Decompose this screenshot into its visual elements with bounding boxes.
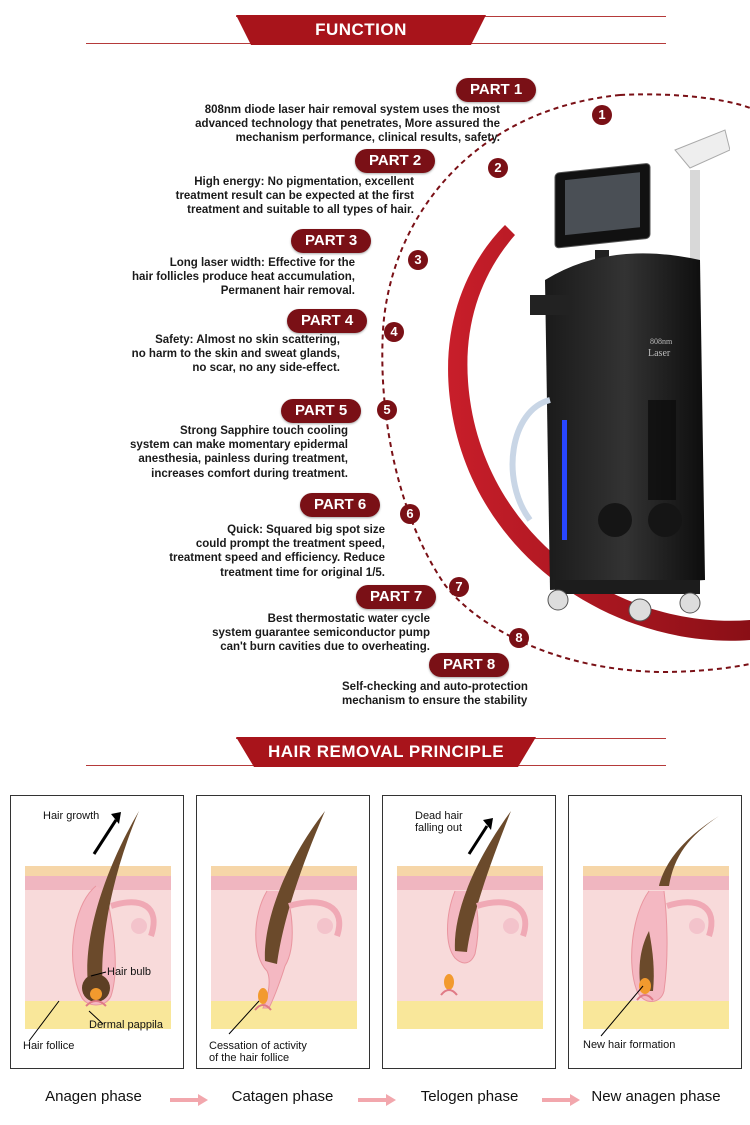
catagen-phase-label: Catagen phase xyxy=(231,1088,334,1105)
new-anagen-panel: New hair formation xyxy=(568,795,742,1069)
catagen-panel: Cessation of activity of the hair follic… xyxy=(196,795,370,1069)
part-2-description: High energy: No pigmentation, excellent … xyxy=(175,176,414,217)
cessation-label-line2: of the hair follice xyxy=(209,1052,290,1064)
laser-device-image xyxy=(509,129,730,622)
arrow-right-icon xyxy=(542,1094,580,1106)
hair-bulb-label: Hair bulb xyxy=(107,966,152,978)
anagen-panel: Hair growth Hair bulb Dermal pappila Hai… xyxy=(10,795,184,1069)
anagen-illustration xyxy=(25,811,171,1042)
part-8-description: Self-checking and auto-protection mechan… xyxy=(342,681,528,708)
part-7-description: Best thermostatic water cycle system gua… xyxy=(212,613,430,654)
part-2-pill: PART 2 xyxy=(355,149,436,173)
arrow-right-icon xyxy=(170,1094,208,1106)
telogen-illustration xyxy=(397,811,543,1029)
part-4-description: Safety: Almost no skin scattering, no ha… xyxy=(131,334,340,375)
part-4-pill: PART 4 xyxy=(287,309,368,333)
part-3-number: 3 xyxy=(408,250,428,270)
part-1-pill: PART 1 xyxy=(456,78,537,102)
part-3-description: Long laser width: Effective for the hair… xyxy=(131,257,355,298)
part-4-number: 4 xyxy=(384,322,404,342)
catagen-illustration xyxy=(211,811,357,1035)
part-5-description: Strong Sapphire touch cooling system can… xyxy=(130,425,348,480)
part-6-description: Quick: Squared big spot size could promp… xyxy=(169,524,385,579)
part-1-number: 1 xyxy=(592,105,612,125)
dermal-pappila-label: Dermal pappila xyxy=(89,1019,163,1031)
telogen-phase-label: Telogen phase xyxy=(420,1088,519,1105)
new-hair-formation-label: New hair formation xyxy=(583,1039,676,1051)
dead-hair-label-line2: falling out xyxy=(415,822,463,834)
function-title: FUNCTION xyxy=(315,20,407,39)
cessation-label-line1: Cessation of activity xyxy=(209,1040,307,1052)
device-logo-line2: Laser xyxy=(648,348,671,359)
arrow-right-icon xyxy=(358,1094,396,1106)
part-7-pill: PART 7 xyxy=(356,585,437,609)
part-8-number: 8 xyxy=(509,628,529,648)
part-5-number: 5 xyxy=(377,400,397,420)
principle-title: HAIR REMOVAL PRINCIPLE xyxy=(267,742,505,761)
part-5-pill: PART 5 xyxy=(281,399,362,423)
function-header-ribbon xyxy=(236,15,486,45)
principle-header-ribbon xyxy=(236,737,536,767)
red-arc-decoration xyxy=(381,93,750,674)
part-3-pill: PART 3 xyxy=(291,229,372,253)
part-6-number: 6 xyxy=(400,504,420,524)
new-anagen-illustration xyxy=(583,816,729,1037)
telogen-panel: Dead hair falling out xyxy=(382,795,556,1069)
part-1-description: 808nm diode laser hair removal system us… xyxy=(195,104,500,145)
hair-follice-label: Hair follice xyxy=(23,1040,75,1052)
part-2-number: 2 xyxy=(488,158,508,178)
device-logo-line1: 808nm xyxy=(650,337,673,346)
part-7-number: 7 xyxy=(449,577,469,597)
hair-growth-label: Hair growth xyxy=(43,810,100,822)
part-8-pill: PART 8 xyxy=(429,653,510,677)
dead-hair-label-line1: Dead hair xyxy=(415,810,463,822)
part-6-pill: PART 6 xyxy=(300,493,381,517)
anagen-phase-label: Anagen phase xyxy=(45,1088,142,1105)
new-anagen-phase-label: New anagen phase xyxy=(591,1088,721,1105)
